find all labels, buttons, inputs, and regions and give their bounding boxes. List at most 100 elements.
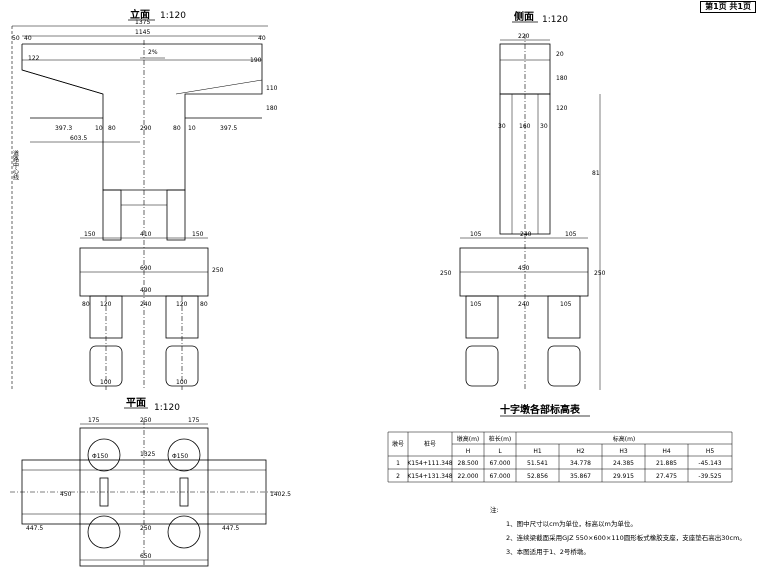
side-dim-240: 240 xyxy=(520,231,532,238)
elevation-title: 立面 xyxy=(130,8,150,21)
dim-110: 110 xyxy=(266,85,278,92)
plan-scale: 1:120 xyxy=(154,403,180,413)
table-cell: 28.500 xyxy=(458,460,479,467)
table-cell: 35.867 xyxy=(570,473,591,480)
plan-dim-447-5r: 447.5 xyxy=(222,525,239,532)
dim-122: 122 xyxy=(28,55,40,62)
dim-left-edge2: 40 xyxy=(24,35,32,42)
table-header: 标高(m) xyxy=(613,435,636,443)
side-dim-105r: 105 xyxy=(565,231,577,238)
table-cell: 52.856 xyxy=(527,473,548,480)
table-cell: 24.385 xyxy=(613,460,634,467)
table-cell: 2 xyxy=(396,473,400,480)
notes-heading: 注: xyxy=(490,505,499,514)
note-1: 1、图中尺寸以cm为单位，标高以m为单位。 xyxy=(506,519,637,528)
dim-left-edge: 50 xyxy=(12,35,20,42)
plan-dim-450: 450 xyxy=(60,491,72,498)
dim-397-5: 397.5 xyxy=(220,125,237,132)
dim-pile-80l: 80 xyxy=(82,301,90,308)
table-cell: K154+111.348 xyxy=(407,460,452,467)
plan-pile-l: Φ150 xyxy=(92,453,108,460)
table-cell: 51.541 xyxy=(527,460,548,467)
side-scale: 1:120 xyxy=(542,15,568,25)
dim-bot-490: 490 xyxy=(140,287,152,294)
table-cell: 67.000 xyxy=(490,460,511,467)
dim-180: 180 xyxy=(266,105,278,112)
dim-cap-150l: 150 xyxy=(84,231,96,238)
side-dim-180: 180 xyxy=(556,75,568,82)
table-title: 十字墩各部标高表 xyxy=(500,403,581,416)
dim-cap-410: 410 xyxy=(140,231,152,238)
plan-dim-1402: 1402.5 xyxy=(270,491,291,498)
table-cell: 22.000 xyxy=(458,473,479,480)
plan-dim-1325: 1325 xyxy=(140,451,155,458)
dim-10r: 10 xyxy=(188,125,196,132)
dim-603-5: 603.5 xyxy=(70,135,87,142)
plan-dim-650: 650 xyxy=(140,553,152,560)
dim-80r: 80 xyxy=(173,125,181,132)
side-dim-30r: 30 xyxy=(540,123,548,130)
dim-cap-690: 690 xyxy=(140,265,152,272)
table-cell: -45.143 xyxy=(698,460,721,467)
dim-cap-height: 250 xyxy=(212,267,224,274)
dim-total: 1375 xyxy=(135,19,150,26)
dim-10l: 10 xyxy=(95,125,103,132)
note-2: 2、连续梁截面采用GJZ 550×600×110圆形板式橡胶支座，支座垫石高出3… xyxy=(506,533,746,542)
table-subheader: H1 xyxy=(533,448,542,455)
side-pile-105r: 105 xyxy=(560,301,572,308)
elevation-view: 立面 1:120 1375 1145 50 40 40 2% 122 190 1… xyxy=(12,8,278,390)
plan-dim-250: 250 xyxy=(140,417,152,424)
table-cell: 1 xyxy=(396,460,400,467)
dim-397-3: 397.3 xyxy=(55,125,72,132)
table-subheader: H4 xyxy=(662,448,671,455)
plan-pile-r: Φ150 xyxy=(172,453,188,460)
side-dim-220: 220 xyxy=(518,33,530,40)
side-dim-450: 450 xyxy=(518,265,530,272)
side-pile-105: 105 xyxy=(470,301,482,308)
table-header: 桩号 xyxy=(424,440,436,448)
table-header: 墩高(m) xyxy=(457,435,480,443)
table-cell: 34.778 xyxy=(570,460,591,467)
side-dim-30l: 30 xyxy=(498,123,506,130)
table-subheader: H xyxy=(466,448,471,455)
side-title: 侧面 xyxy=(514,10,534,23)
side-dim-105l: 105 xyxy=(470,231,482,238)
dim-pile-80r: 80 xyxy=(200,301,208,308)
notes: 注: 1、图中尺寸以cm为单位，标高以m为单位。 2、连续梁截面采用GJZ 55… xyxy=(490,505,746,556)
dim-pile-120r: 120 xyxy=(176,301,188,308)
dim-pile-len-r: 100 xyxy=(176,379,188,386)
dim-80l: 80 xyxy=(108,125,116,132)
table-cell: 67.000 xyxy=(490,473,511,480)
side-dim-cap-h2: 250 xyxy=(594,270,606,277)
side-pile-240: 240 xyxy=(518,301,530,308)
dim-slope: 2% xyxy=(148,49,158,56)
page-label: 第1页 共1页 xyxy=(700,1,756,13)
table-cell: 27.475 xyxy=(656,473,677,480)
table-cell: 29.915 xyxy=(613,473,634,480)
table-subheader: H2 xyxy=(576,448,585,455)
plan-view: 平面 1:120 175 250 175 1325 Φ150 Φ150 447.… xyxy=(10,397,291,567)
side-dim-20: 20 xyxy=(556,51,564,58)
dim-pile-len-l: 100 xyxy=(100,379,112,386)
plan-title: 平面 xyxy=(126,397,146,409)
plan-dim-447-5l: 447.5 xyxy=(26,525,43,532)
table-cell: -39.525 xyxy=(698,473,721,480)
table-header: 桩长(m) xyxy=(489,435,512,443)
table-header: 墩号 xyxy=(392,440,404,448)
plan-dim-175: 175 xyxy=(88,417,100,424)
dim-190: 190 xyxy=(250,57,262,64)
table-subheader: L xyxy=(498,448,502,455)
side-view: 侧面 1:120 220 20 180 120 30 160 30 81 105… xyxy=(440,10,606,390)
road-centerline-label: 道路中心线 xyxy=(12,149,19,180)
plan-dim-250b: 250 xyxy=(140,525,152,532)
dim-cap-150r: 150 xyxy=(192,231,204,238)
dim-pile-120l: 120 xyxy=(100,301,112,308)
table-cell: 21.885 xyxy=(656,460,677,467)
elevation-scale: 1:120 xyxy=(160,11,186,21)
plan-dim-175r: 175 xyxy=(188,417,200,424)
dim-right-edge: 40 xyxy=(258,35,266,42)
side-dim-160: 160 xyxy=(519,123,531,130)
side-dim-120: 120 xyxy=(556,105,568,112)
table-subheader: H3 xyxy=(619,448,628,455)
